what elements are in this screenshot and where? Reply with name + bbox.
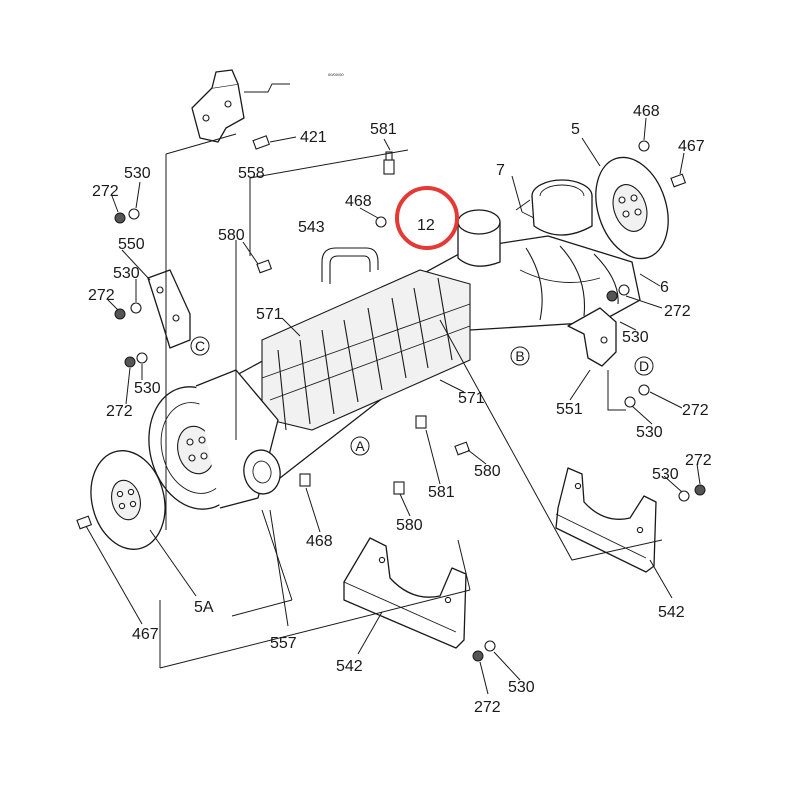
part-label-12: 12: [417, 217, 435, 234]
part-label-557: 557: [270, 635, 297, 652]
part-label-467: 467: [678, 138, 705, 155]
part-label-421: 421: [300, 129, 327, 146]
top-mounting-bracket: [191, 69, 290, 143]
part-label-581: 581: [370, 121, 397, 138]
part-label-468-lower: 468: [306, 533, 333, 550]
part-label-530-mid: 530: [113, 265, 140, 282]
part-label-272: 272: [92, 183, 119, 200]
part-label-5a: 5A: [194, 599, 214, 616]
highlight-ring: [395, 186, 459, 250]
support-bracket-542-bottom: [343, 537, 467, 649]
part-label-580: 580: [218, 227, 245, 244]
bracket-551: [567, 307, 617, 367]
part-label-530-bottom: 530: [508, 679, 535, 696]
part-label-272-mid: 272: [88, 287, 115, 304]
ref-a: A: [355, 438, 365, 454]
part-label-543: 543: [298, 219, 325, 236]
part-label-580-lower: 580: [474, 463, 501, 480]
part-label-551: 551: [556, 401, 583, 418]
part-label-272-left: 272: [106, 403, 133, 420]
ref-c: C: [195, 338, 205, 354]
ref-d: D: [639, 358, 649, 374]
support-bracket-542-right: [555, 467, 657, 573]
part-label-571: 571: [256, 306, 283, 323]
part-label-530: 530: [124, 165, 151, 182]
part-label-571-right: 571: [458, 390, 485, 407]
part-labels: 421 530 272 558 581 468 12 543 580 7 5 4…: [88, 103, 712, 716]
part-label-530-right: 530: [622, 329, 649, 346]
hardware: [76, 135, 706, 662]
part-label-468-right: 468: [633, 103, 660, 120]
part-label-467-lower: 467: [132, 626, 159, 643]
part-label-558: 558: [238, 165, 265, 182]
part-label-580-bottom: 580: [396, 517, 423, 534]
reference-marks: A B C D: [190, 336, 654, 456]
part-label-6: 6: [660, 279, 669, 296]
part-label-581-lower: 581: [428, 484, 455, 501]
part-label-272-bottom: 272: [474, 699, 501, 716]
drawing-code: 00/00/00: [328, 72, 344, 77]
part-label-468: 468: [345, 193, 372, 210]
part-label-550: 550: [118, 236, 145, 253]
part-label-542-right: 542: [658, 604, 685, 621]
part-label-5: 5: [571, 121, 580, 138]
part-label-7: 7: [496, 162, 505, 179]
end-plate-5a: [90, 450, 166, 550]
part-label-530-lower-right: 530: [636, 424, 663, 441]
part-label-542-bottom: 542: [336, 658, 363, 675]
part-label-272-lower-right: 272: [682, 402, 709, 419]
u-bolt-543: [321, 247, 379, 284]
leader-lines: [85, 117, 701, 695]
part-label-530-bottom-right: 530: [652, 466, 679, 483]
bracket-550: [147, 269, 191, 349]
part-label-530-left: 530: [134, 380, 161, 397]
ref-b: B: [515, 348, 524, 364]
part-label-272-right: 272: [664, 303, 691, 320]
muffler-assembly: [148, 156, 669, 510]
part-label-272-bottom-right: 272: [685, 452, 712, 469]
